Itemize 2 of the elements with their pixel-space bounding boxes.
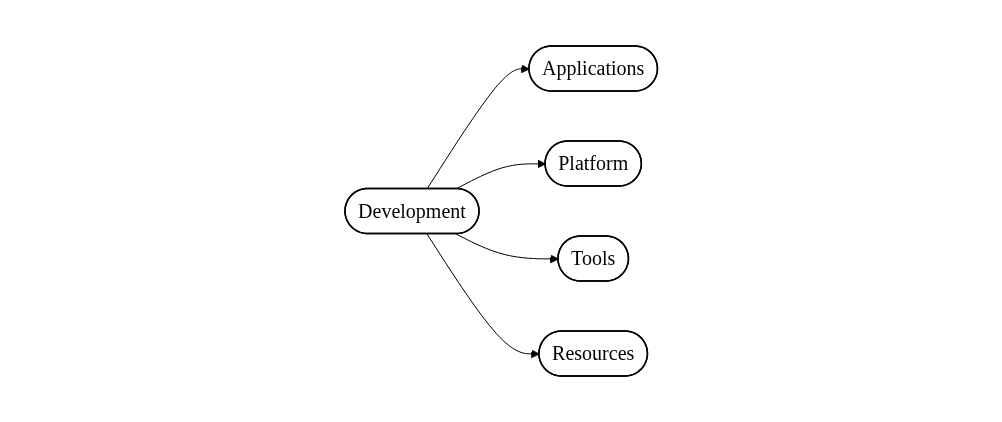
arrow: [426, 64, 530, 190]
arrow: [426, 233, 540, 359]
